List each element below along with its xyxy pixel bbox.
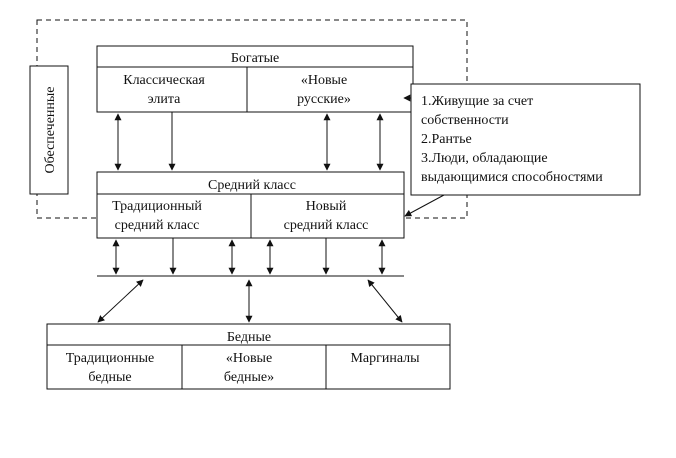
notes-line-2: собственности <box>421 113 509 128</box>
middle-box: Средний класс Традиционный средний класс… <box>96 171 405 239</box>
notes-line-4: 3.Люди, обладающие <box>421 151 548 166</box>
secured-label-box <box>29 65 69 195</box>
rich-title: Богатые <box>231 51 279 66</box>
line-poor-arrow-left <box>97 279 144 323</box>
rich-new-russians-line2: русские» <box>297 92 351 107</box>
middle-traditional-line2: средний класс <box>115 218 200 233</box>
poor-marginals: Маргиналы <box>350 351 420 366</box>
poor-title: Бедные <box>227 330 271 345</box>
line-poor-arrow-right <box>367 279 403 323</box>
notes-box: 1.Живущие за счет собственности 2.Рантье… <box>410 83 641 196</box>
notes-line-1: 1.Живущие за счет <box>421 94 533 109</box>
poor-traditional-line1: Традиционные <box>66 351 154 366</box>
middle-new-line2: средний класс <box>284 218 369 233</box>
rich-classic-elite-line2: элита <box>148 92 182 107</box>
poor-traditional-line2: бедные <box>88 370 131 385</box>
rich-box: Богатые Классическая элита «Новые русски… <box>96 45 414 113</box>
middle-traditional-line1: Традиционный <box>112 199 202 214</box>
middle-new-line1: Новый <box>306 199 347 214</box>
notes-arrow-to-middle <box>404 194 445 217</box>
middle-title: Средний класс <box>208 178 296 193</box>
poor-new-line2: бедные» <box>224 370 274 385</box>
poor-new-line1: «Новые <box>226 351 272 366</box>
rich-new-russians-line1: «Новые <box>301 73 347 88</box>
poor-box: Бедные Традиционные бедные «Новые бедные… <box>46 323 451 390</box>
notes-line-5: выдающимися способностями <box>421 170 603 185</box>
notes-line-3: 2.Рантье <box>421 132 472 147</box>
rich-classic-elite-line1: Классическая <box>123 73 205 88</box>
secured-label: Обеспеченные <box>43 86 58 173</box>
